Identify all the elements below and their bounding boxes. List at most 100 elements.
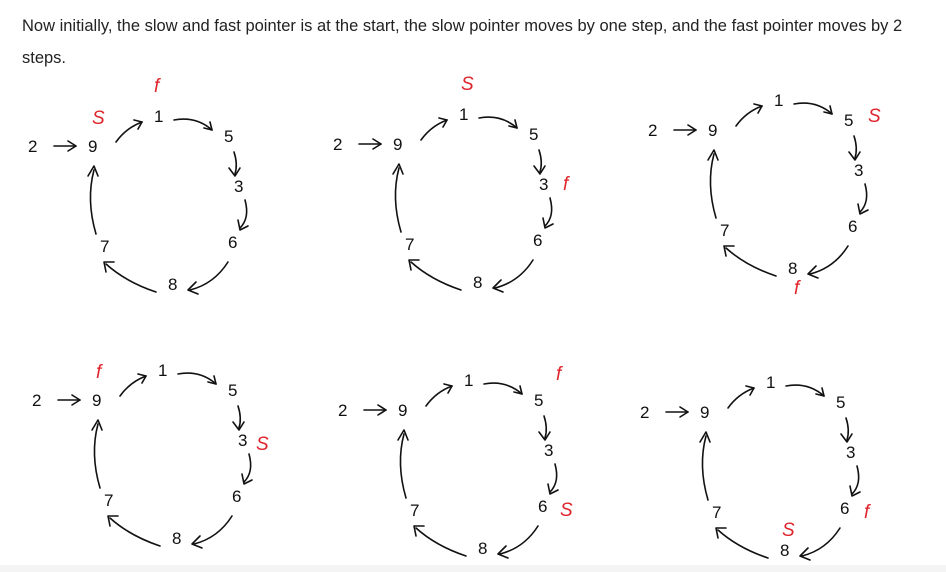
edge-5-to-3-arrowhead	[228, 167, 241, 177]
edge-3-to-6-arrowhead	[237, 219, 249, 231]
edge-1-to-5-arrowhead	[508, 119, 518, 129]
slow-pointer-label: S	[92, 108, 105, 129]
node-6: 6	[232, 487, 241, 506]
node-9: 9	[708, 121, 717, 140]
edge-8-to-7	[109, 517, 161, 547]
node-8: 8	[168, 275, 177, 294]
node-9: 9	[393, 135, 402, 154]
node-7: 7	[104, 491, 113, 510]
edge-2-to-9-arrowhead	[372, 138, 382, 150]
node-entry: 2	[640, 403, 649, 422]
edge-8-to-7-arrowhead	[103, 261, 115, 273]
node-entry: 2	[32, 391, 41, 410]
node-3: 3	[539, 175, 548, 194]
edge-7-to-9-arrowhead	[87, 165, 99, 177]
node-9: 9	[398, 401, 407, 420]
edge-3-to-6-arrowhead	[547, 483, 559, 495]
node-1: 1	[464, 371, 473, 390]
edge-8-to-7-arrowhead	[413, 525, 425, 537]
node-9: 9	[700, 403, 709, 422]
edge-1-to-5-arrowhead	[513, 385, 523, 395]
node-5: 5	[534, 391, 543, 410]
node-3: 3	[846, 443, 855, 462]
node-8: 8	[780, 541, 789, 560]
node-entry: 2	[338, 401, 347, 420]
fast-pointer-label: f	[794, 278, 801, 299]
edge-1-to-5	[785, 384, 825, 397]
edge-3-to-6	[549, 463, 558, 493]
edge-7-to-9	[709, 153, 717, 219]
edge-9-to-1	[735, 105, 763, 127]
edge-6-to-8	[189, 261, 229, 291]
edge-9-to-1-arrowhead	[753, 103, 763, 114]
edge-1-to-5-arrowhead	[823, 105, 833, 115]
edge-1-to-5-arrowhead	[203, 121, 213, 131]
node-7: 7	[720, 221, 729, 240]
edge-1-to-5-arrowhead	[207, 375, 217, 385]
edge-6-to-8	[809, 245, 849, 275]
edge-9-to-1-arrowhead	[137, 373, 147, 384]
edge-8-to-7-arrowhead	[107, 515, 119, 527]
edge-6-to-8-arrowhead	[799, 547, 811, 561]
fast-pointer-label: f	[96, 362, 103, 383]
node-3: 3	[854, 161, 863, 180]
edge-5-to-3-arrowhead	[232, 421, 245, 431]
edge-8-to-7	[415, 527, 467, 557]
edge-9-to-1	[115, 121, 143, 143]
edge-1-to-5-arrowhead	[815, 387, 825, 397]
edge-5-to-3	[543, 415, 548, 439]
node-entry: 2	[333, 135, 342, 154]
node-1: 1	[774, 91, 783, 110]
edge-3-to-6	[243, 453, 252, 483]
edge-3-to-6	[859, 183, 868, 213]
edge-9-to-1-arrowhead	[438, 117, 448, 128]
node-8: 8	[172, 529, 181, 548]
edge-1-to-5	[483, 382, 523, 395]
edge-6-to-8	[193, 515, 233, 545]
edge-9-to-1	[727, 387, 755, 409]
edge-5-to-3	[233, 151, 238, 175]
edge-7-to-9-arrowhead	[699, 431, 711, 443]
edge-8-to-7	[717, 529, 769, 559]
edge-2-to-9-arrowhead	[679, 406, 689, 418]
slow-pointer-label: S	[868, 106, 881, 127]
edge-5-to-3	[853, 135, 858, 159]
edge-1-to-5	[173, 118, 213, 131]
edge-7-to-9	[89, 169, 97, 235]
node-5: 5	[228, 381, 237, 400]
edge-8-to-7	[725, 247, 777, 277]
edge-9-to-1	[119, 375, 147, 397]
edge-7-to-9-arrowhead	[707, 149, 719, 161]
edge-3-to-6-arrowhead	[542, 217, 554, 229]
edge-9-to-1-arrowhead	[133, 119, 143, 130]
node-8: 8	[473, 273, 482, 292]
node-6: 6	[840, 499, 849, 518]
node-1: 1	[158, 361, 167, 380]
edge-7-to-9-arrowhead	[91, 419, 103, 431]
edge-2-to-9-arrowhead	[67, 140, 77, 152]
node-5: 5	[836, 393, 845, 412]
edge-5-to-3-arrowhead	[538, 431, 551, 441]
edge-9-to-1	[425, 385, 453, 407]
edge-3-to-6-arrowhead	[857, 203, 869, 215]
edge-7-to-9-arrowhead	[397, 429, 409, 441]
node-5: 5	[224, 127, 233, 146]
edge-3-to-6-arrowhead	[241, 473, 253, 485]
node-6: 6	[228, 233, 237, 252]
node-7: 7	[405, 235, 414, 254]
node-6: 6	[848, 217, 857, 236]
edge-5-to-3	[845, 417, 850, 441]
edge-6-to-8-arrowhead	[187, 281, 199, 295]
slow-pointer-label: S	[461, 74, 474, 95]
edge-6-to-8	[499, 525, 539, 555]
edge-2-to-9-arrowhead	[71, 394, 81, 406]
node-1: 1	[766, 373, 775, 392]
edge-9-to-1-arrowhead	[443, 383, 453, 394]
edge-1-to-5	[793, 102, 833, 115]
edge-7-to-9	[701, 435, 709, 501]
